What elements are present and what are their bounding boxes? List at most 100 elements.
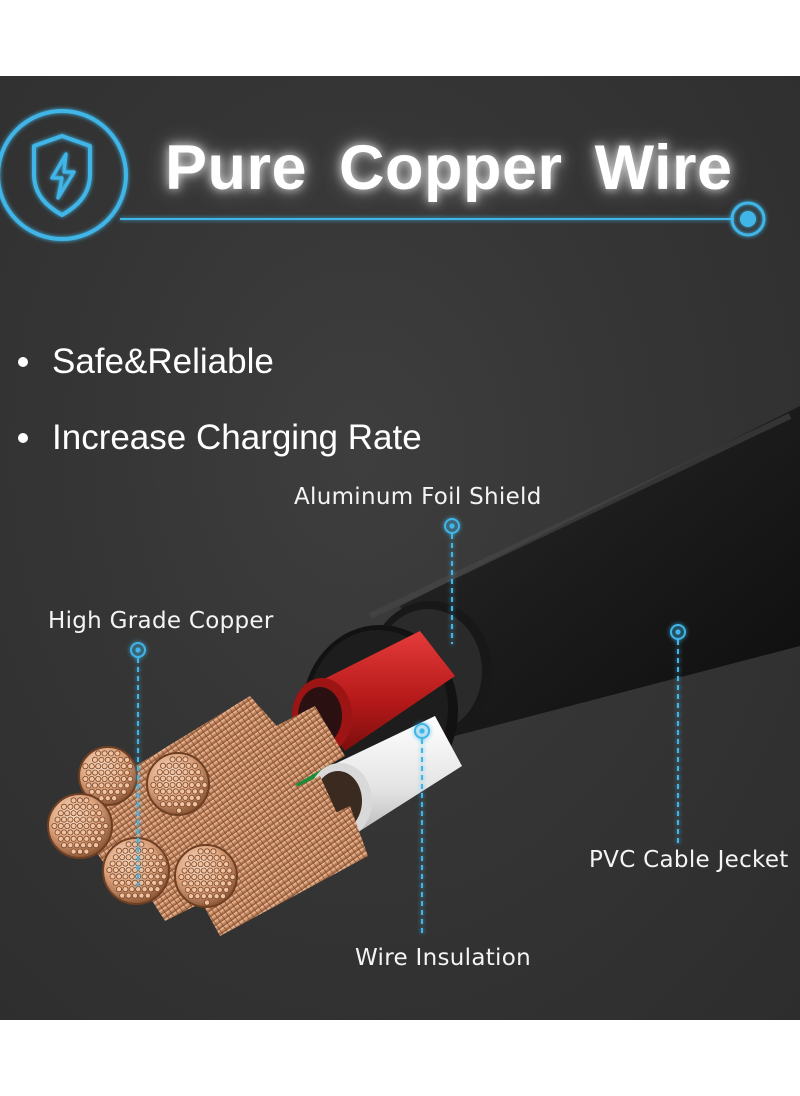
copper-strand (203, 874, 210, 881)
copper-strand (207, 854, 214, 861)
copper-strand (80, 829, 87, 836)
copper-strand (226, 867, 233, 874)
product-feature-panel: Pure Copper Wire Safe&Reliable Increase … (0, 76, 800, 1020)
copper-strand (131, 867, 138, 874)
copper-strand (95, 750, 102, 757)
copper-strand (197, 861, 204, 868)
copper-strand (98, 782, 105, 789)
copper-strand (135, 886, 142, 893)
copper-strand (210, 861, 217, 868)
copper-strand (54, 829, 61, 836)
copper-strand (77, 797, 84, 804)
copper-strand (111, 769, 118, 776)
copper-strand (122, 886, 129, 893)
copper-strand (191, 762, 198, 769)
copper-strand (67, 816, 74, 823)
copper-strand (85, 769, 92, 776)
copper-strand (191, 886, 198, 893)
copper-strand (127, 776, 134, 783)
copper-strand (125, 892, 132, 899)
copper-strand (184, 861, 191, 868)
copper-strand (172, 788, 179, 795)
copper-strand (166, 801, 173, 808)
copper-strand (77, 823, 84, 830)
copper-strand (108, 788, 115, 795)
copper-strand (223, 861, 230, 868)
copper-strand (125, 867, 132, 874)
copper-strand (226, 880, 233, 887)
copper-strand (166, 762, 173, 769)
copper-strand (138, 841, 145, 848)
copper-strand (195, 769, 202, 776)
copper-strand (223, 874, 230, 881)
copper-strand (207, 867, 214, 874)
copper-strand (172, 762, 179, 769)
copper-strand (195, 782, 202, 789)
copper-strand (160, 873, 167, 880)
copper-strand (67, 803, 74, 810)
page-title: Pure Copper Wire (165, 133, 733, 203)
callout-marker-insulation (414, 723, 430, 934)
copper-strand (96, 835, 103, 842)
copper-strand (187, 867, 194, 874)
copper-strand (119, 854, 126, 861)
copper-strand (151, 867, 158, 874)
copper-strand (125, 854, 132, 861)
copper-strand (116, 873, 123, 880)
feature-item: Safe&Reliable (18, 324, 422, 400)
copper-strand (128, 860, 135, 867)
copper-strand (111, 756, 118, 763)
copper-strand (83, 797, 90, 804)
copper-strand (83, 810, 90, 817)
copper-strand (99, 829, 106, 836)
copper-strand (185, 762, 192, 769)
copper-strand (216, 861, 223, 868)
copper-strand (109, 873, 116, 880)
copper-strand (141, 860, 148, 867)
copper-strand (151, 879, 158, 886)
copper-strand (219, 880, 226, 887)
copper-strand (182, 756, 189, 763)
callout-label-jacket: PVC Cable Jecket (589, 847, 789, 873)
copper-strand (175, 769, 182, 776)
bullet-dot (18, 433, 28, 443)
copper-strand (108, 776, 115, 783)
copper-strand (119, 867, 126, 874)
copper-strand (153, 775, 160, 782)
copper-strand (98, 756, 105, 763)
copper-strand (70, 810, 77, 817)
copper-strand (175, 782, 182, 789)
copper-strand (159, 801, 166, 808)
copper-strand (156, 794, 163, 801)
copper-strand (67, 842, 74, 849)
copper-strand (112, 879, 119, 886)
copper-strand (213, 854, 220, 861)
copper-strand (61, 816, 68, 823)
callout-marker-foil (444, 518, 460, 644)
copper-strand (169, 782, 176, 789)
copper-strand (197, 848, 204, 855)
copper-strand (169, 769, 176, 776)
copper-strand (159, 775, 166, 782)
copper-strand (83, 835, 90, 842)
copper-strand (203, 886, 210, 893)
copper-strand (88, 776, 95, 783)
feature-label: Safe&Reliable (52, 342, 274, 381)
copper-strand (185, 788, 192, 795)
copper-strand (108, 750, 115, 757)
copper-strand (147, 873, 154, 880)
copper-strand (210, 848, 217, 855)
copper-strand (191, 801, 198, 808)
copper-strand (92, 782, 99, 789)
copper-strand (80, 816, 87, 823)
callout-marker-copper (130, 642, 146, 886)
copper-strand (191, 861, 198, 868)
copper-strand (187, 893, 194, 900)
copper-strand (169, 794, 176, 801)
copper-strand (147, 886, 154, 893)
feature-label: Increase Charging Rate (52, 418, 422, 457)
copper-strand (77, 810, 84, 817)
copper-strand (82, 776, 89, 783)
callout-label-copper: High Grade Copper (48, 608, 274, 634)
copper-strand (187, 880, 194, 887)
